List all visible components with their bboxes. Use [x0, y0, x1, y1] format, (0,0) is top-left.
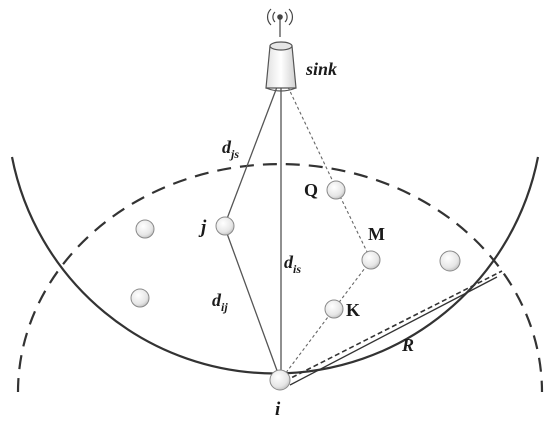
node-label-i: i	[275, 399, 281, 420]
dashed-path-sink-Q-M-K-i	[281, 86, 372, 379]
sink-label: sink	[305, 59, 337, 79]
sink-node-icon	[265, 41, 297, 92]
distance-label-dis: dis	[284, 252, 301, 276]
antenna-icon	[267, 8, 293, 37]
node-Q	[326, 180, 346, 200]
node-i	[269, 369, 291, 391]
node-label-Q: Q	[304, 180, 318, 200]
edge-j-i	[224, 227, 280, 377]
node-label-K: K	[346, 300, 360, 320]
sensor-node-icon	[130, 288, 150, 308]
edge-sink-j	[224, 86, 278, 225]
node-j	[215, 216, 235, 236]
range-circle-dashed	[16, 162, 544, 393]
node-label-j: j	[198, 217, 207, 238]
distance-label-dij: dij	[212, 290, 228, 314]
sensor-node-icon	[135, 219, 155, 239]
tangent-line	[289, 276, 498, 386]
sensor-node-icon	[439, 250, 461, 272]
radius-label-R: R	[401, 335, 414, 355]
node-K	[324, 299, 344, 319]
radius-line-R	[284, 270, 503, 382]
node-label-M: M	[368, 224, 385, 244]
distance-label-djs: djs	[222, 137, 239, 161]
node-M	[361, 250, 381, 270]
